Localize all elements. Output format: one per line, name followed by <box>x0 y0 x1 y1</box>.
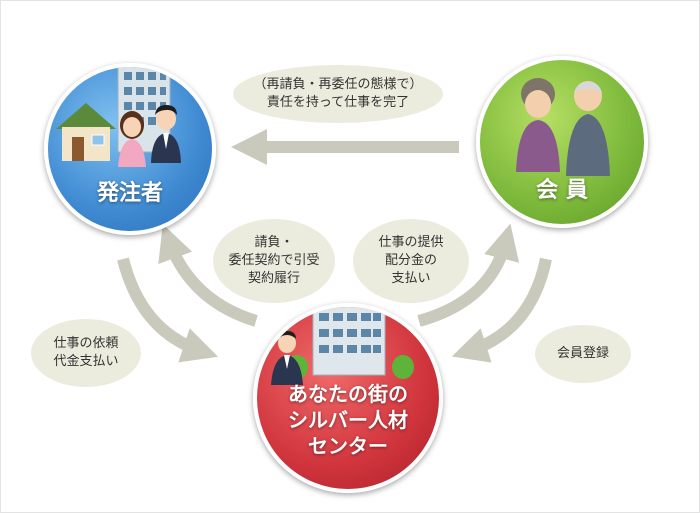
bubble-contract: 請負・ 委任契約で引受 契約履行 <box>213 219 335 303</box>
bubble-line: 支払い <box>391 271 431 286</box>
bubble-line: 代金支払い <box>53 354 119 369</box>
client-label: 発注者 <box>96 181 163 206</box>
arrow-member-to-center <box>451 257 552 363</box>
center-label: あなたの街の シルバー人材 センター <box>257 381 439 459</box>
center-label-line: センター <box>308 434 388 458</box>
bubble-member-registration: 会員登録 <box>535 325 631 383</box>
member-label: 会 員 <box>536 178 588 203</box>
arrow-center-to-client <box>158 224 258 327</box>
businessman-icon <box>151 105 181 163</box>
center-building-icon <box>312 307 386 376</box>
bubble-line: 契約履行 <box>247 271 300 286</box>
bubble-line: 会員登録 <box>556 346 609 361</box>
bubble-provide-work: 仕事の提供 配分金の 支払い <box>353 219 469 303</box>
node-client: 発注者 <box>44 63 216 235</box>
bubble-complete-work: （再請負・再委任の態様で） 責任を持って仕事を完了 <box>233 65 443 123</box>
elderly-woman-icon <box>516 78 560 172</box>
bubble-line: （再請負・再委任の態様で） <box>253 77 423 92</box>
bubble-line: 請負・ <box>254 235 294 250</box>
staff-icon <box>271 331 303 385</box>
node-member: 会 員 <box>476 56 648 228</box>
arrow-client-to-center <box>117 257 219 363</box>
bubble-request-work: 仕事の依頼 代金支払い <box>31 319 141 387</box>
bubble-line: 委任契約で引受 <box>228 253 320 268</box>
arrow-center-to-member <box>417 223 520 327</box>
node-silver-center: あなたの街の シルバー人材 センター <box>253 303 443 493</box>
woman-icon <box>118 111 146 167</box>
bubble-line: 仕事の依頼 <box>53 336 119 351</box>
elderly-man-icon <box>566 81 610 176</box>
bubble-line: 責任を持って仕事を完了 <box>266 95 410 110</box>
bubble-line: 仕事の提供 <box>378 235 444 250</box>
member-illustration <box>516 78 610 176</box>
house-icon <box>56 103 116 161</box>
center-label-line: あなたの街の <box>288 382 408 406</box>
center-illustration <box>271 307 414 385</box>
center-label-line: シルバー人材 <box>288 408 408 432</box>
client-illustration <box>56 67 181 167</box>
bubble-line: 配分金の <box>384 253 437 268</box>
